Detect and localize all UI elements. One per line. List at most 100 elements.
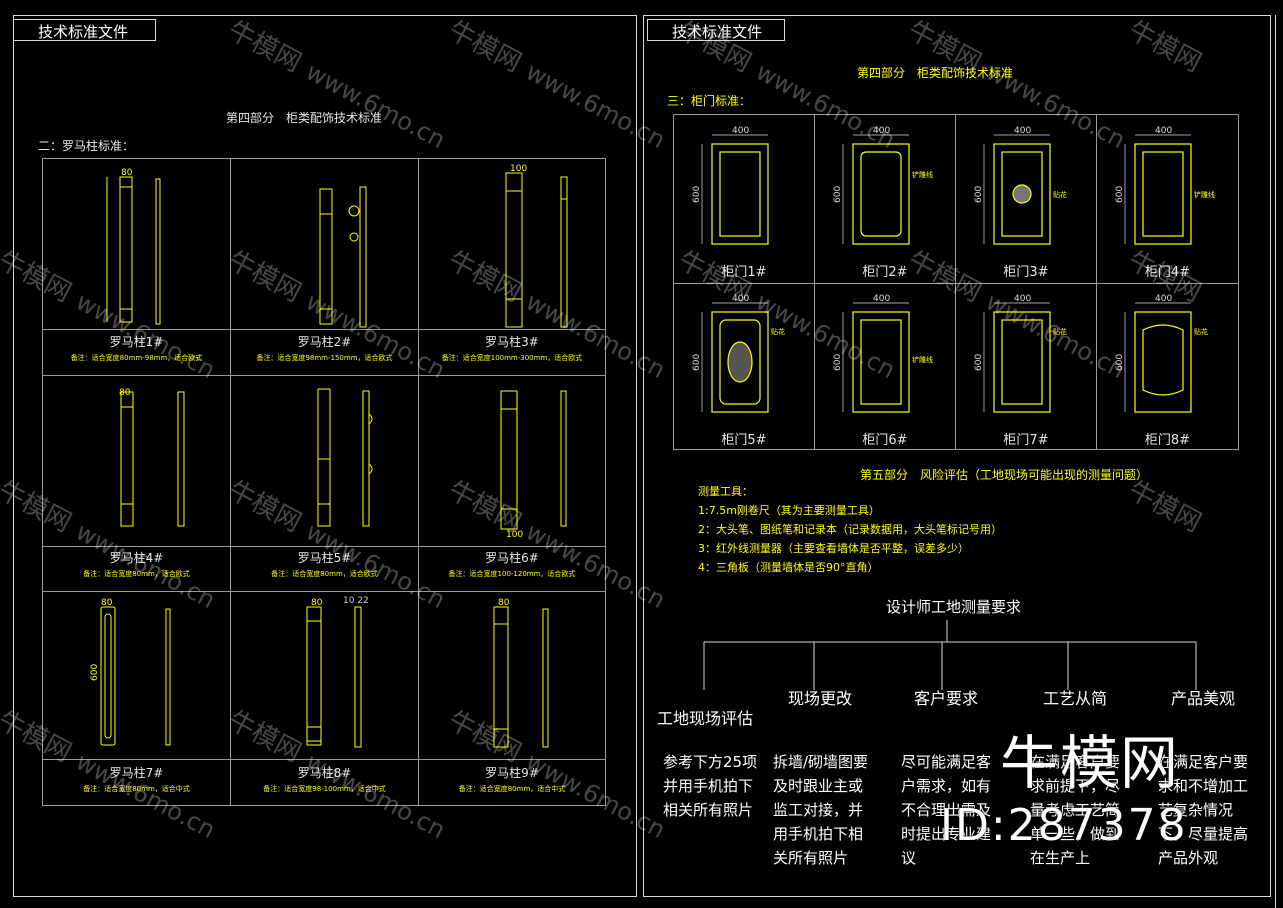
- door-title-1: 柜门1#: [721, 265, 767, 280]
- column-caption-7: 罗马柱7# 备注：适合宽度80mm，适合中式: [43, 764, 230, 794]
- door-dim-h-1: 600: [692, 186, 702, 203]
- dim-80-d: 80: [311, 598, 323, 608]
- column-caption-2: 罗马柱2# 备注：适合宽度98mm-150mm，适合欧式: [231, 333, 418, 363]
- right-subtitle: 三：柜门标准：: [667, 94, 752, 108]
- right-edge-line: [1275, 15, 1276, 908]
- door-dim-w-6: 400: [873, 294, 890, 304]
- door-title-3: 柜门3#: [1003, 265, 1049, 280]
- door-label-5: 贴花: [771, 328, 785, 336]
- door-title-6: 柜门6#: [862, 433, 908, 448]
- risk-item-3: 3：红外线测量器（主要查看墙体是否平整，误差多少）: [698, 542, 969, 555]
- brand-logo-watermark: 牛模网: [1000, 729, 1181, 797]
- door-dim-w-5: 400: [732, 294, 749, 304]
- column-note: 备注：适合宽度80mm，适合中式: [458, 785, 566, 793]
- left-sheet-tag: 技术标准文件: [13, 19, 156, 41]
- column-title: 罗马柱3#: [485, 335, 539, 349]
- brand-id-watermark: ID:287378: [940, 800, 1188, 851]
- door-dim-w-4: 400: [1155, 126, 1172, 136]
- door-dim-w-3: 400: [1014, 126, 1031, 136]
- door-title-2: 柜门2#: [862, 265, 908, 280]
- roman-column-grid: 80 100 80 100 80 80 80 10 22 600 罗马柱1# 备…: [42, 158, 606, 806]
- dim-10-22: 10 22: [343, 596, 369, 606]
- right-sheet-border: [643, 15, 1271, 897]
- door-dim-h-7: 600: [974, 354, 984, 371]
- door-grid-vline-1: [814, 115, 815, 449]
- door-dim-h-8: 600: [1115, 354, 1125, 371]
- door-grid-vline-3: [1096, 115, 1097, 449]
- dim-80-a: 80: [121, 168, 133, 178]
- column-title: 罗马柱6#: [485, 551, 539, 565]
- door-title-7: 柜门7#: [1003, 433, 1049, 448]
- dim-80-c: 80: [101, 598, 113, 608]
- tree-connectors: [703, 620, 1197, 690]
- dim-100-a: 100: [510, 164, 527, 174]
- tree-node-4-title: 工艺从简: [1043, 689, 1108, 708]
- column-title: 罗马柱5#: [297, 551, 352, 565]
- tree-node-5-text: 在满足客户要求和不增加工艺复杂情况下，尽量提高产品外观: [1158, 753, 1249, 867]
- door-label-6: 铲雕线: [912, 356, 933, 364]
- door-dim-h-4: 600: [1115, 186, 1125, 203]
- column-caption-6: 罗马柱6# 备注：适合宽度100-120mm，适合欧式: [419, 549, 605, 579]
- column-title: 罗马柱4#: [109, 551, 164, 565]
- right-section-title: 第四部分 柜类配饰技术标准: [857, 66, 1014, 80]
- grid-hline-3: [43, 546, 605, 547]
- column-note: 备注：适合宽度80mm-98mm，适合欧式: [70, 354, 203, 362]
- door-grid-vline-2: [955, 115, 956, 449]
- tree-node-3-title: 客户要求: [914, 689, 979, 708]
- door-dim-h-2: 600: [833, 186, 843, 203]
- door-dim-w-8: 400: [1155, 294, 1172, 304]
- grid-hline-1: [43, 329, 605, 330]
- door-dim-h-5: 600: [692, 354, 702, 371]
- door-dim-h-3: 600: [974, 186, 984, 203]
- column-caption-5: 罗马柱5# 备注：适合宽度80mm，适合欧式: [231, 549, 418, 579]
- column-note: 备注：适合宽度100mm-300mm，适合欧式: [441, 354, 583, 362]
- column-note: 备注：适合宽度80mm，适合欧式: [271, 570, 378, 578]
- cabinet-door-drawings: 400 400 400 400 400 400 400 400 600 600 …: [692, 126, 1192, 413]
- column-note: 备注：适合宽度98-100mm，适合中式: [263, 785, 386, 793]
- left-subtitle: 二：罗马柱标准：: [38, 139, 135, 153]
- tree-node-2-text: 拆墙/砌墙图要及时跟业主或监工对接，并用手机拍下相关所有照片: [773, 753, 869, 867]
- door-dim-w-1: 400: [732, 126, 749, 136]
- door-title-8: 柜门8#: [1144, 433, 1191, 448]
- tree-node-3-text: 尽可能满足客户需求，如有不合理出需及时提出专业建议: [901, 753, 992, 867]
- grid-hline-5: [43, 759, 605, 760]
- risk-item-0: 测量工具：: [698, 485, 753, 498]
- risk-item-4: 4：三角板（测量墙体是否90°直角）: [698, 561, 879, 574]
- column-caption-4: 罗马柱4# 备注：适合宽度80mm，适合欧式: [43, 549, 230, 579]
- dim-80-e: 80: [498, 598, 510, 608]
- left-sheet-border: [13, 15, 637, 897]
- column-caption-1: 罗马柱1# 备注：适合宽度80mm-98mm，适合欧式: [43, 333, 230, 363]
- column-note: 备注：适合宽度80mm，适合中式: [83, 785, 190, 793]
- column-caption-9: 罗马柱9# 备注：适合宽度80mm，适合中式: [419, 764, 605, 794]
- door-label-3: 贴花: [1053, 191, 1067, 199]
- risk-item-2: 2：大头笔、图纸笔和记录本（记录数据用，大头笔标记号用）: [698, 523, 1002, 536]
- left-section-title: 第四部分 柜类配饰技术标准: [226, 111, 383, 125]
- door-title-4: 柜门4#: [1144, 265, 1191, 280]
- door-dim-w-2: 400: [873, 126, 890, 136]
- cabinet-door-grid: 400 400 400 400 400 400 400 400 600 600 …: [673, 114, 1239, 450]
- door-label-4: 铲雕线: [1194, 191, 1215, 199]
- tree-node-5-title: 产品美观: [1171, 689, 1236, 708]
- dim-600: 600: [90, 664, 100, 681]
- column-note: 备注：适合宽度98mm-150mm，适合欧式: [256, 354, 393, 362]
- column-note: 备注：适合宽度100-120mm，适合欧式: [448, 570, 576, 578]
- column-note: 备注：适合宽度80mm，适合欧式: [83, 570, 190, 578]
- dim-80-b: 80: [119, 388, 131, 398]
- tree-root: 设计师工地测量要求: [886, 598, 1022, 616]
- column-title: 罗马柱2#: [297, 335, 352, 349]
- grid-hline-4: [43, 591, 605, 592]
- column-title: 罗马柱8#: [297, 766, 352, 780]
- risk-section-title: 第五部分 风险评估（工地现场可能出现的测量问题）: [860, 468, 1149, 482]
- column-title: 罗马柱1#: [109, 335, 164, 349]
- door-label-8: 贴花: [1194, 328, 1208, 336]
- column-title: 罗马柱9#: [485, 766, 539, 780]
- right-sheet-tag: 技术标准文件: [647, 19, 785, 41]
- tree-node-1-text: 参考下方25项并用手机拍下相关所有照片: [663, 753, 758, 819]
- door-title-5: 柜门5#: [721, 433, 767, 448]
- grid-vline-1: [230, 159, 231, 805]
- column-caption-8: 罗马柱8# 备注：适合宽度98-100mm，适合中式: [231, 764, 418, 794]
- door-label-7: 贴花: [1053, 328, 1067, 336]
- column-title: 罗马柱7#: [109, 766, 164, 780]
- door-label-2: 铲雕线: [912, 171, 933, 179]
- door-grid-hline: [674, 283, 1238, 284]
